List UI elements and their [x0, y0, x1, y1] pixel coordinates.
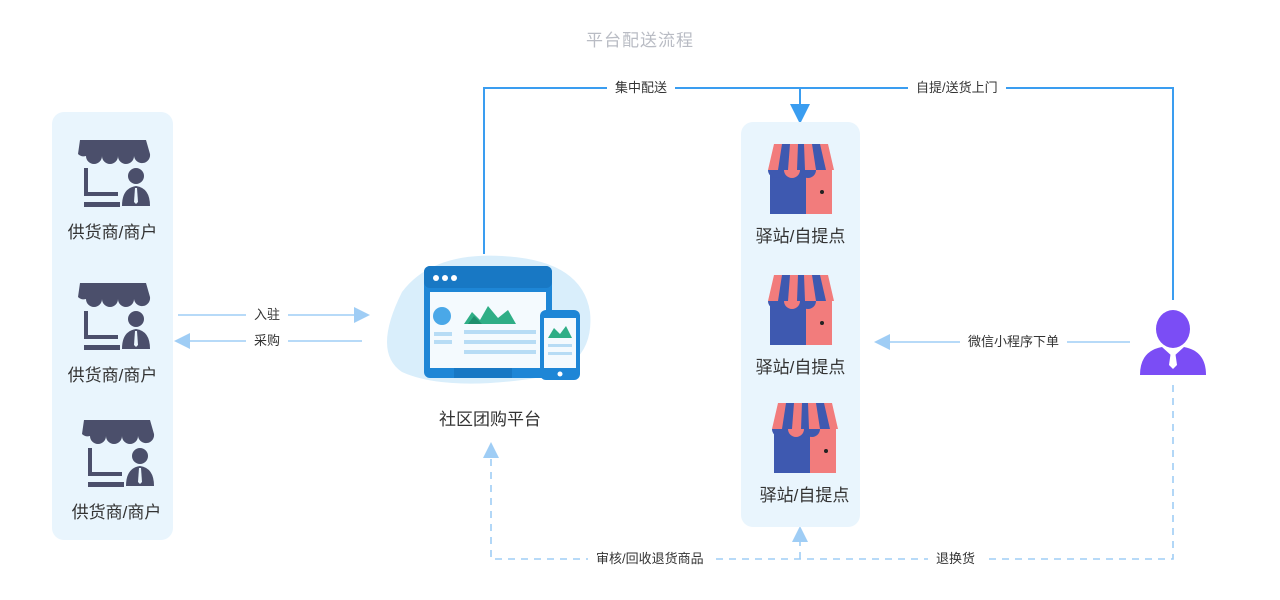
- self-pickup-delivery-label: 自提/送货上门: [908, 79, 1006, 97]
- station-node: 驿站/自提点: [741, 142, 860, 247]
- station-label: 驿站/自提点: [759, 486, 850, 505]
- return-exchange-line: [483, 385, 1174, 560]
- user-icon: [1140, 310, 1206, 375]
- settle-in-label: 入驻: [246, 306, 289, 324]
- supplier-label: 供货商/商户: [71, 503, 162, 522]
- platform-label: 社区团购平台: [439, 410, 541, 429]
- supplier-node: 供货商/商户: [52, 132, 173, 243]
- diagram-title: 平台配送流程: [586, 31, 694, 50]
- supplier-label: 供货商/商户: [67, 366, 158, 385]
- supplier-merchant-icon: [77, 283, 150, 350]
- supplier-merchant-icon: [77, 140, 150, 207]
- supplier-node: 供货商/商户: [52, 275, 173, 386]
- supplier-node: 供货商/商户: [56, 412, 177, 523]
- station-label: 驿站/自提点: [755, 358, 846, 377]
- purchase-label: 采购: [246, 332, 289, 350]
- platform-node: [372, 252, 596, 392]
- supplier-merchant-icon: [81, 420, 154, 487]
- platform-screen-icon: [387, 255, 591, 384]
- user-node: [1138, 309, 1208, 375]
- mini-program-order-label: 微信小程序下单: [960, 333, 1068, 351]
- central-delivery-label: 集中配送: [607, 79, 676, 97]
- station-node: 驿站/自提点: [745, 401, 864, 506]
- station-store-icon: [767, 275, 834, 345]
- review-return-label: 审核/回收退货商品: [588, 550, 712, 568]
- station-store-icon: [767, 144, 834, 214]
- return-exchange-label: 退换货: [928, 550, 984, 568]
- supplier-label: 供货商/商户: [67, 223, 158, 242]
- station-store-icon: [771, 403, 838, 473]
- station-label: 驿站/自提点: [755, 227, 846, 246]
- supplier-panel: [52, 112, 173, 540]
- station-node: 驿站/自提点: [741, 273, 860, 378]
